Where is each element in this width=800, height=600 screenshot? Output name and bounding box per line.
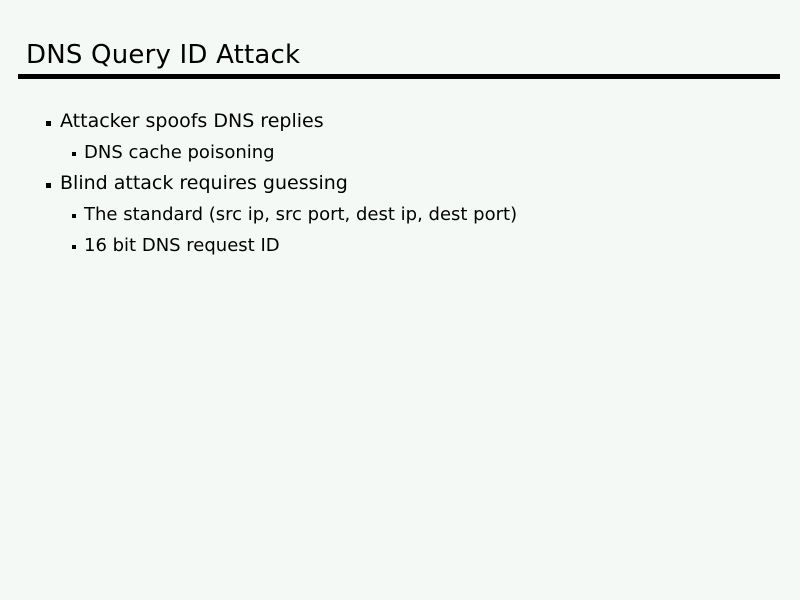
square-bullet-icon: [46, 183, 51, 188]
list-item-label: Attacker spoofs DNS replies: [60, 110, 324, 132]
list-item: Blind attack requires guessing: [0, 170, 800, 201]
list-item: The standard (src ip, src port, dest ip,…: [0, 201, 800, 232]
list-item: Attacker spoofs DNS replies: [0, 108, 800, 139]
slide-bullet-list: Attacker spoofs DNS replies DNS cache po…: [0, 108, 800, 263]
page-title: DNS Query ID Attack: [26, 40, 301, 70]
square-bullet-icon: [72, 152, 76, 156]
list-item-label: Blind attack requires guessing: [60, 172, 348, 194]
list-item: 16 bit DNS request ID: [0, 232, 800, 263]
list-item-label: 16 bit DNS request ID: [84, 235, 280, 256]
title-underline-rule: [18, 74, 780, 79]
square-bullet-icon: [72, 214, 76, 218]
list-item-label: DNS cache poisoning: [84, 142, 275, 163]
list-item-label: The standard (src ip, src port, dest ip,…: [84, 204, 518, 225]
square-bullet-icon: [72, 245, 76, 249]
square-bullet-icon: [46, 121, 51, 126]
list-item: DNS cache poisoning: [0, 139, 800, 170]
